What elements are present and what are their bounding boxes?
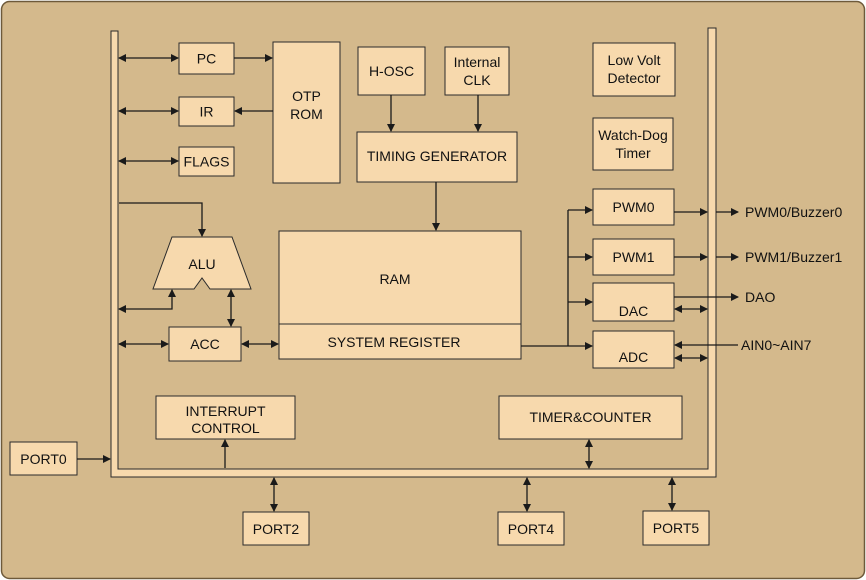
port5-label: PORT5 bbox=[653, 520, 700, 536]
watch-dog-timer-label-line2: Timer bbox=[615, 145, 651, 161]
otp-rom-label-line2: ROM bbox=[290, 106, 323, 122]
flags-block: FLAGS bbox=[178, 146, 235, 177]
interrupt-control-label-line1: INTERRUPT bbox=[185, 403, 266, 419]
low-volt-detector-block: Low Volt Detector bbox=[592, 42, 676, 97]
pwm1-block: PWM1 bbox=[592, 238, 675, 276]
ram-block: RAM bbox=[278, 230, 522, 325]
pc-block: PC bbox=[178, 42, 235, 75]
pwm1-label: PWM1 bbox=[613, 249, 655, 265]
port0-label: PORT0 bbox=[20, 451, 67, 467]
port4-block: PORT4 bbox=[497, 511, 565, 546]
low-volt-detector-label-line1: Low Volt bbox=[608, 52, 661, 68]
timing-generator-block: TIMING GENERATOR bbox=[356, 131, 518, 183]
pwm0-block: PWM0 bbox=[592, 188, 675, 226]
pwm1-output-label: PWM1/Buzzer1 bbox=[745, 249, 842, 265]
alu-label: ALU bbox=[188, 256, 215, 272]
adc-input-label: AIN0~AIN7 bbox=[741, 337, 812, 353]
pc-label: PC bbox=[197, 51, 216, 67]
internal-clk-block: Internal CLK bbox=[444, 46, 510, 96]
acc-block: ACC bbox=[168, 326, 242, 362]
internal-clk-label-line2: CLK bbox=[463, 72, 491, 88]
system-register-block: SYSTEM REGISTER bbox=[278, 323, 522, 360]
watch-dog-timer-label-line1: Watch-Dog bbox=[598, 127, 668, 143]
otp-rom-block: OTP ROM bbox=[272, 41, 341, 184]
alu-bus-arrow bbox=[118, 289, 176, 313]
system-register-label: SYSTEM REGISTER bbox=[327, 334, 460, 350]
internal-clk-label-line1: Internal bbox=[454, 54, 501, 70]
timing-generator-label: TIMING GENERATOR bbox=[367, 148, 507, 164]
interrupt-control-block: INTERRUPT CONTROL bbox=[155, 395, 296, 440]
port0-block: PORT0 bbox=[9, 441, 78, 476]
ir-block: IR bbox=[178, 96, 235, 127]
dac-label: DAC bbox=[619, 303, 649, 319]
timer-counter-label: TIMER&COUNTER bbox=[529, 409, 651, 425]
low-volt-detector-label-line2: Detector bbox=[608, 70, 661, 86]
dac-block: DAC bbox=[592, 282, 675, 322]
adc-label: ADC bbox=[619, 349, 649, 365]
interrupt-control-label-line2: CONTROL bbox=[191, 420, 260, 436]
acc-label: ACC bbox=[190, 336, 220, 352]
flags-label: FLAGS bbox=[184, 154, 230, 170]
pwm0-label: PWM0 bbox=[613, 199, 655, 215]
watch-dog-timer-block: Watch-Dog Timer bbox=[592, 117, 674, 171]
adc-block: ADC bbox=[592, 330, 675, 369]
port5-block: PORT5 bbox=[642, 510, 710, 546]
port2-label: PORT2 bbox=[253, 521, 300, 537]
dac-output-label: DAO bbox=[745, 289, 775, 305]
bus-alu-arrow bbox=[119, 202, 206, 237]
internal-bus bbox=[110, 27, 717, 478]
port4-label: PORT4 bbox=[508, 521, 555, 537]
timer-counter-block: TIMER&COUNTER bbox=[498, 395, 683, 440]
pwm0-output-label: PWM0/Buzzer0 bbox=[745, 204, 842, 220]
otp-rom-label-line1: OTP bbox=[292, 88, 321, 104]
port2-block: PORT2 bbox=[242, 511, 310, 546]
h-osc-block: H-OSC bbox=[357, 46, 426, 96]
ram-label: RAM bbox=[379, 271, 410, 287]
h-osc-label: H-OSC bbox=[369, 63, 414, 79]
ir-label: IR bbox=[200, 104, 214, 120]
